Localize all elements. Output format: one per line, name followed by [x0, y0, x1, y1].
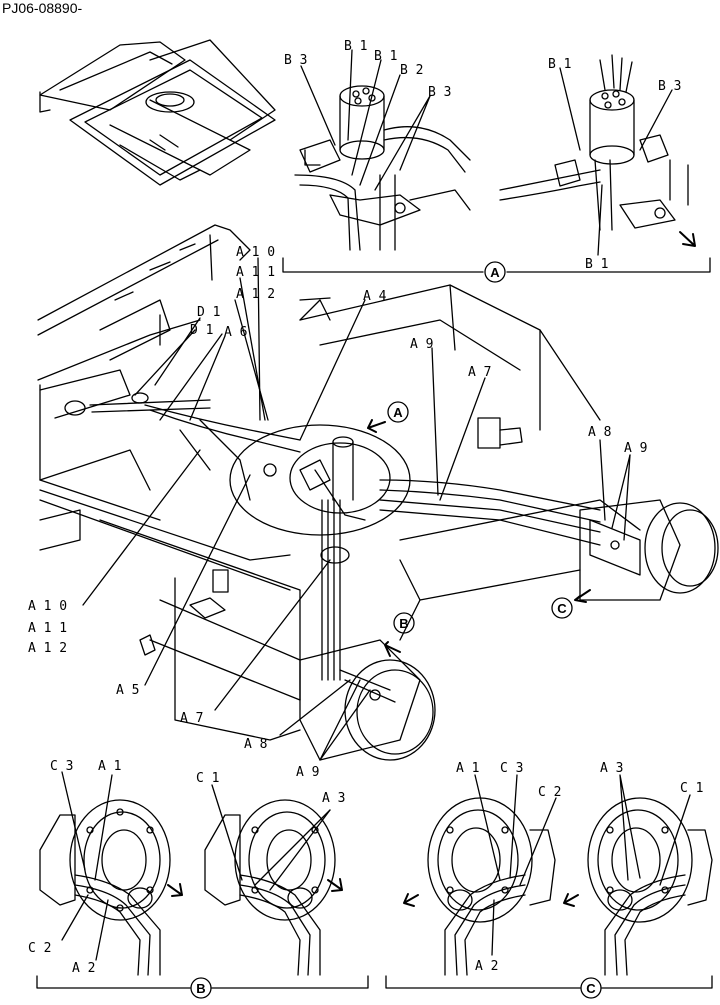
label-b1-a: B 1	[344, 39, 367, 54]
label-a9-bottom: A 9	[296, 765, 319, 780]
label-b1-d: B 1	[585, 257, 608, 272]
label-a10-left: A 1 0	[28, 599, 67, 614]
label-a12-left: A 1 2	[28, 641, 67, 656]
label-a7-bottom: A 7	[180, 711, 203, 726]
label-a4: A 4	[363, 289, 387, 304]
label-a9-main: A 9	[410, 337, 433, 352]
label-a8-right: A 8	[588, 425, 611, 440]
machine-thumbnail	[39, 39, 276, 186]
label-a5: A 5	[116, 683, 139, 698]
label-c1-c: C 1	[680, 781, 703, 796]
label-d1-b: D 1	[190, 323, 213, 338]
view-a-arrow-marker: A	[393, 405, 403, 420]
label-a3-b: A 3	[322, 791, 345, 806]
label-c2-c: C 2	[538, 785, 561, 800]
label-c3-b: C 3	[50, 759, 73, 774]
view-b-arrow-marker: B	[399, 616, 408, 631]
view-c-marker: C	[586, 981, 596, 996]
label-a2-c: A 2	[475, 959, 498, 974]
label-a11-left: A 1 1	[28, 621, 67, 636]
label-b3-c: B 3	[658, 79, 681, 94]
label-a1-c: A 1	[456, 761, 479, 776]
document-code: PJ06-08890-	[2, 0, 83, 16]
label-a10-top: A 1 0	[236, 245, 275, 260]
label-a1-b: A 1	[98, 759, 121, 774]
label-b1-b: B 1	[374, 49, 397, 64]
label-c2-b: C 2	[28, 941, 51, 956]
label-d1-a: D 1	[197, 305, 220, 320]
label-a8-bottom: A 8	[244, 737, 267, 752]
label-c3-c: C 3	[500, 761, 523, 776]
label-a11-top: A 1 1	[236, 265, 275, 280]
label-b2: B 2	[400, 63, 423, 78]
label-a9-right: A 9	[624, 441, 647, 456]
label-a6: A 6	[224, 325, 247, 340]
view-b-marker: B	[196, 981, 205, 996]
label-a12-top: A 1 2	[236, 287, 275, 302]
view-c-arrow-marker: C	[557, 601, 567, 616]
label-b1-c: B 1	[548, 57, 571, 72]
view-b-detail	[36, 771, 369, 999]
label-a3-c: A 3	[600, 761, 623, 776]
label-a2-b: A 2	[72, 961, 95, 976]
view-a-detail: A	[282, 49, 711, 283]
main-frame-drawing	[37, 224, 719, 761]
label-b3-a: B 3	[284, 53, 307, 68]
label-c1-b: C 1	[196, 771, 219, 786]
view-a-marker: A	[490, 265, 500, 280]
label-b3-b: B 3	[428, 85, 451, 100]
label-a7-right: A 7	[468, 365, 491, 380]
view-c-detail	[385, 774, 713, 999]
